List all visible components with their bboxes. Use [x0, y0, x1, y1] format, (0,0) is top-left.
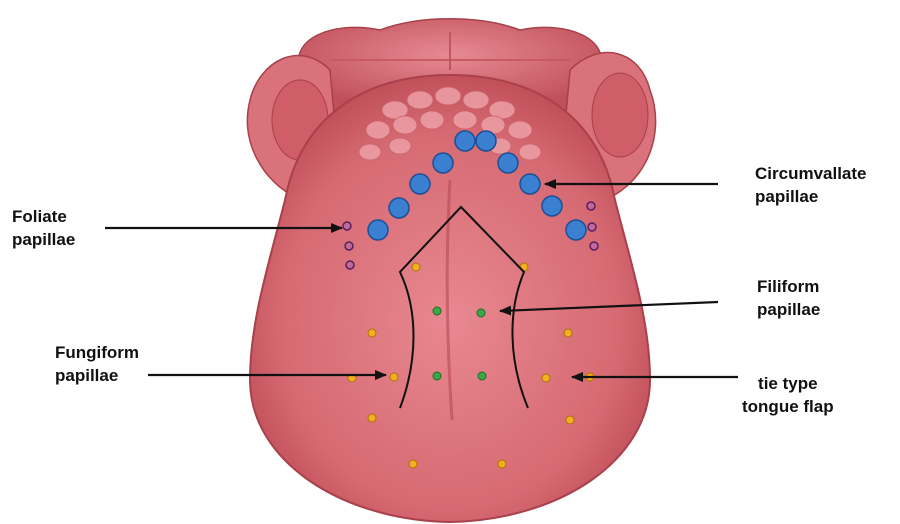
foliate-dot: [343, 222, 351, 230]
label-foliate: Foliate papillae: [12, 205, 75, 251]
label-fungiform-line1: Fungiform: [55, 341, 139, 364]
fungiform-dot: [368, 414, 376, 422]
label-tie-flap: tie type tongue flap: [742, 372, 834, 418]
label-circumvallate-line1: Circumvallate: [755, 162, 867, 185]
foliate-dot: [588, 223, 596, 231]
filiform-dot: [478, 372, 486, 380]
fungiform-dot: [409, 460, 417, 468]
label-filiform-line2: papillae: [757, 298, 820, 321]
circumvallate-dot: [455, 131, 475, 151]
fungiform-dot: [542, 374, 550, 382]
label-fungiform: Fungiform papillae: [55, 341, 139, 387]
circumvallate-dot: [476, 131, 496, 151]
label-tie-flap-line1: tie type: [742, 372, 834, 395]
foliate-dot: [345, 242, 353, 250]
label-foliate-line1: Foliate: [12, 205, 75, 228]
circumvallate-dot: [542, 196, 562, 216]
tongue-body: [250, 75, 650, 522]
fungiform-dot: [390, 373, 398, 381]
label-filiform: Filiform papillae: [757, 275, 820, 321]
filiform-dot: [433, 372, 441, 380]
label-circumvallate: Circumvallate papillae: [755, 162, 867, 208]
label-tie-flap-line2: tongue flap: [742, 395, 834, 418]
circumvallate-dot: [566, 220, 586, 240]
foliate-dot: [590, 242, 598, 250]
label-circumvallate-line2: papillae: [755, 185, 867, 208]
label-filiform-line1: Filiform: [757, 275, 820, 298]
circumvallate-dot: [389, 198, 409, 218]
foliate-dot: [587, 202, 595, 210]
filiform-dot: [433, 307, 441, 315]
fungiform-dot: [368, 329, 376, 337]
fungiform-dot: [412, 263, 420, 271]
label-foliate-line2: papillae: [12, 228, 75, 251]
fungiform-dot: [566, 416, 574, 424]
foliate-dot: [346, 261, 354, 269]
circumvallate-dot: [410, 174, 430, 194]
circumvallate-dot: [368, 220, 388, 240]
label-fungiform-line2: papillae: [55, 364, 139, 387]
circumvallate-dot: [520, 174, 540, 194]
circumvallate-dot: [433, 153, 453, 173]
fungiform-dot: [564, 329, 572, 337]
fungiform-dot: [498, 460, 506, 468]
filiform-dot: [477, 309, 485, 317]
circumvallate-dot: [498, 153, 518, 173]
